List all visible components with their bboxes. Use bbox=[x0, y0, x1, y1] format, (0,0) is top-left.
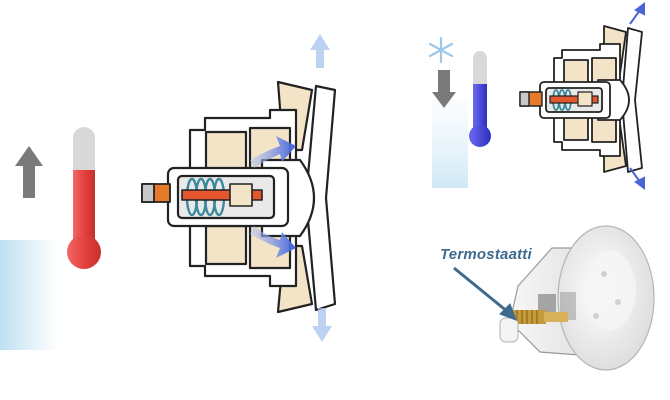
warm-air-gradient bbox=[0, 240, 58, 350]
cold-air-gradient bbox=[432, 100, 468, 188]
down-arrow-icon bbox=[432, 70, 456, 108]
flow-arrows-large bbox=[250, 136, 296, 258]
thermostat-cross-section-large bbox=[141, 80, 337, 314]
blue-thermometer-icon bbox=[469, 51, 491, 147]
up-arrow-icon bbox=[15, 146, 43, 198]
snowflake-icon bbox=[428, 36, 454, 64]
thermostat-cross-section-small bbox=[519, 25, 643, 173]
thermostat-callout-label: Termostaatti bbox=[440, 246, 532, 263]
flow-arrows-small bbox=[629, 2, 645, 190]
red-thermometer-icon bbox=[67, 127, 101, 269]
faded-vertical-arrows bbox=[310, 34, 332, 342]
thermostat-photo bbox=[499, 225, 655, 371]
callout-arrow bbox=[453, 266, 517, 321]
